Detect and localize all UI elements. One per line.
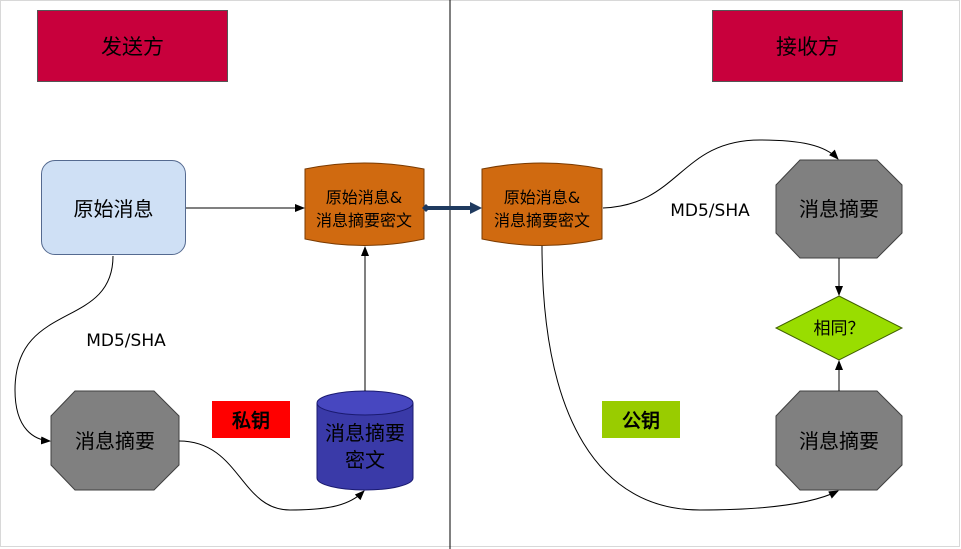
receiver-bundle-document (481, 162, 603, 246)
arrow-digest-to-cylinder (178, 440, 365, 511)
private-key-tag: 私钥 (212, 401, 290, 438)
receiver-bundle-line2: 消息摘要密文 (494, 211, 590, 230)
arrow-bundle-to-computed-digest (602, 139, 839, 209)
encrypted-digest-line2: 密文 (345, 448, 385, 472)
receiver-computed-digest-octagon (775, 159, 903, 259)
sender-hash-label: MD5/SHA (86, 331, 166, 351)
public-key-tag: 公钥 (602, 401, 680, 438)
receiver-decrypted-digest-label: 消息摘要 (799, 429, 879, 453)
sender-digest-octagon (50, 390, 180, 491)
receiver-decrypted-digest-octagon (775, 390, 903, 491)
receiver-hash-label: MD5/SHA (670, 201, 750, 221)
sender-bundle-line1: 原始消息& (326, 188, 402, 207)
transfer-arrow-tail (422, 204, 430, 212)
encrypted-digest-cylinder-top (316, 390, 414, 416)
receiver-bundle-line1: 原始消息& (504, 188, 580, 207)
sender-title: 发送方 (37, 10, 228, 82)
sender-bundle-line2: 消息摘要密文 (316, 211, 412, 230)
encrypted-digest-cylinder (316, 403, 414, 491)
original-message-node: 原始消息 (41, 160, 186, 255)
compare-label: 相同？ (814, 319, 865, 339)
transfer-arrow-head (470, 202, 482, 214)
arrow-message-to-digest (14, 255, 114, 445)
receiver-computed-digest-label: 消息摘要 (799, 197, 879, 221)
sender-bundle-document (304, 162, 425, 246)
arrow-bundle-to-decrypted-digest (541, 245, 839, 511)
receiver-title: 接收方 (712, 10, 903, 82)
encrypted-digest-line1: 消息摘要 (325, 421, 405, 445)
sender-digest-label: 消息摘要 (75, 429, 155, 453)
